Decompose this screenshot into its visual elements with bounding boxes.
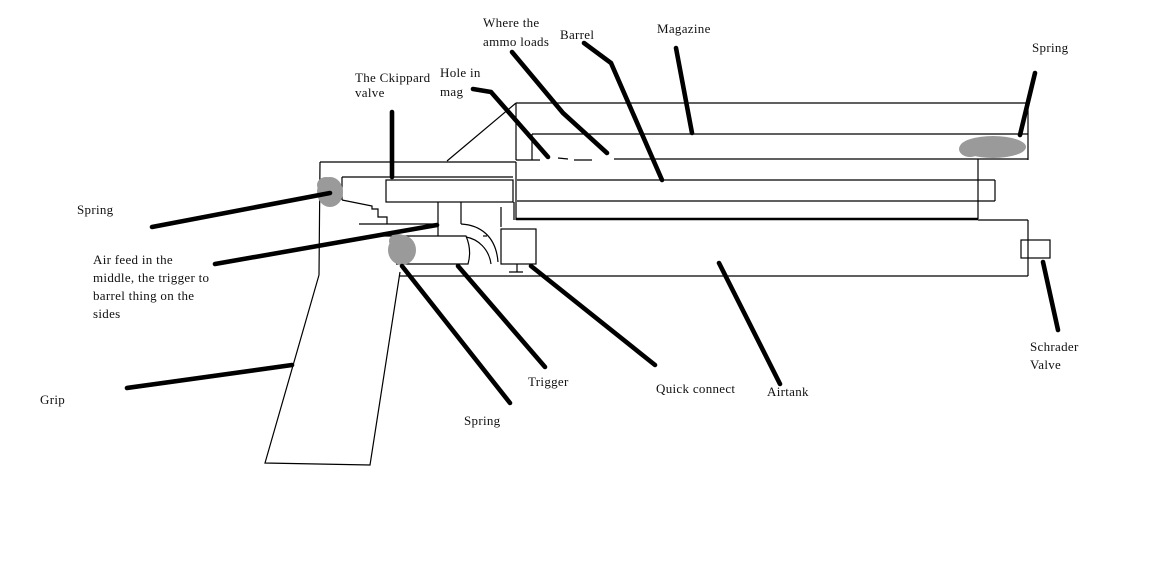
feed-ramp-line — [446, 102, 517, 162]
label-valve-line1: The Ckippard — [355, 70, 431, 85]
pointer-spring-bottom — [399, 263, 513, 406]
annotation-pointers — [124, 40, 1061, 406]
label-schrader-line1: Schrader — [1030, 339, 1079, 354]
air-feed-tube — [437, 202, 462, 236]
label-hole-in-mag-line2: mag — [440, 84, 463, 99]
label-grip: Grip — [40, 392, 65, 407]
label-magazine: Magazine — [657, 21, 711, 36]
pointer-spring-left — [149, 190, 333, 230]
label-airtank: Airtank — [767, 384, 809, 399]
pointer-hole-in-mag — [470, 86, 551, 160]
quick-connect-fitting — [500, 228, 537, 265]
pointer-quick-connect — [528, 263, 658, 368]
label-spring-bottom: Spring — [464, 413, 501, 428]
elbow-tube — [460, 223, 499, 265]
magazine-outline — [515, 102, 1029, 160]
label-ammo-loads-line2: ammo loads — [483, 34, 549, 49]
airtank-outline — [399, 219, 1029, 277]
label-hole-in-mag-line1: Hole in — [440, 65, 481, 80]
pointer-schrader — [1040, 259, 1061, 333]
label-spring-top: Spring — [1032, 40, 1069, 55]
pointer-magazine — [673, 45, 695, 136]
label-schrader-line2: Valve — [1030, 357, 1061, 372]
annotation-labels: Where the ammo loads Barrel Magazine Spr… — [40, 15, 1079, 428]
label-barrel: Barrel — [560, 27, 594, 42]
pointer-grip — [124, 362, 295, 391]
sear-step-lines — [341, 199, 438, 225]
pointer-barrel — [581, 40, 665, 183]
label-spring-left: Spring — [77, 202, 114, 217]
trigger-block — [381, 235, 471, 265]
receiver-outline — [318, 161, 517, 276]
label-trigger: Trigger — [528, 374, 569, 389]
label-air-feed-line1: Air feed in the — [93, 252, 173, 267]
spring-blob-magazine-2 — [959, 141, 981, 157]
pointer-trigger — [455, 263, 548, 370]
magazine-inner-line — [531, 133, 1028, 160]
label-valve-line2: valve — [355, 85, 385, 100]
label-air-feed-line4: sides — [93, 306, 121, 321]
grip-outline — [264, 271, 401, 466]
label-ammo-loads-line1: Where the — [483, 15, 539, 30]
label-quick-connect: Quick connect — [656, 381, 735, 396]
pointer-ammo-loads — [509, 49, 610, 156]
spring-blob-left-2 — [317, 177, 335, 193]
pointer-air-feed — [212, 222, 440, 267]
fitting-nub — [500, 207, 523, 273]
spring-blobs — [317, 136, 1026, 265]
spring-blob-trigger-2 — [389, 234, 407, 248]
label-air-feed-line3: barrel thing on the — [93, 288, 194, 303]
pointer-airtank — [716, 260, 783, 387]
clippard-valve-box — [385, 179, 514, 203]
hole-in-mag-dashes — [557, 157, 592, 161]
pointer-spring-top — [1017, 70, 1038, 138]
schrader-valve-box — [1020, 239, 1051, 259]
label-air-feed-line2: middle, the trigger to — [93, 270, 209, 285]
barrel-outline — [517, 159, 996, 219]
